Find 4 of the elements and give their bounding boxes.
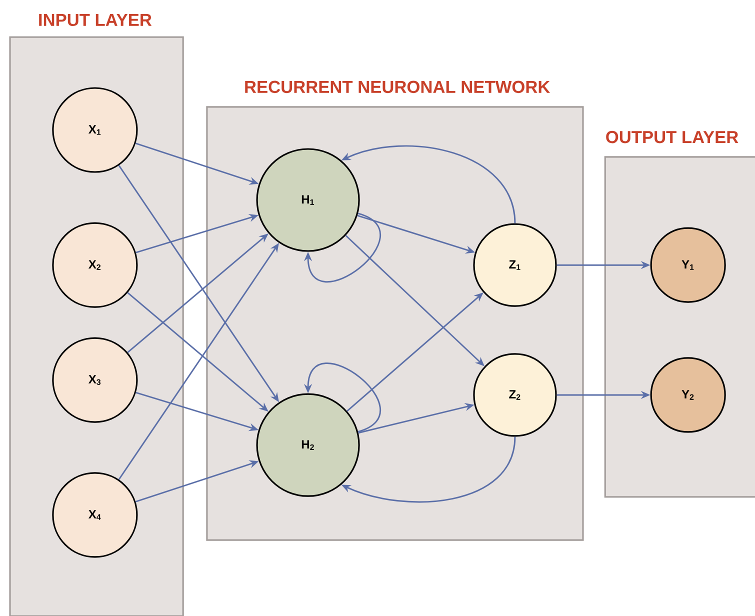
panel-heading: RECURRENT NEURONAL NETWORK <box>245 80 550 94</box>
loop-arrow <box>304 212 381 282</box>
panel-heading: INPUT LAYER <box>39 14 152 26</box>
panel-heading: OUTPUT LAYER <box>606 130 738 144</box>
